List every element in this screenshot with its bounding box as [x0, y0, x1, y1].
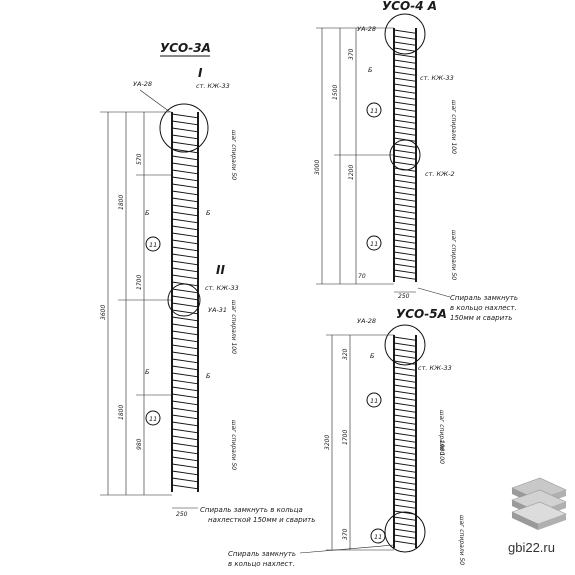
- spiral-note-uso3a-l1: Спираль замкнуть в кольца: [200, 506, 303, 514]
- spiral-note-uso4-l3: 150мм и сварить: [450, 314, 512, 322]
- sec5-top-uso3a: Б: [145, 209, 150, 217]
- mark-ua28-uso3a: УА-28: [133, 80, 152, 88]
- stkj33-top-uso3a: ст. КЖ-33: [196, 82, 230, 90]
- rebar-cage-uso4: [393, 28, 417, 282]
- dim-1800-upper: 1800: [118, 195, 125, 210]
- dim-70: 70: [358, 273, 366, 280]
- spiral-note-uso4-l1: Спираль замкнуть: [450, 294, 518, 302]
- pitch-note-uso5a-mid: шаг спирали 100: [438, 410, 445, 464]
- dim-1800-lower: 1800: [118, 405, 125, 420]
- section-mark-top-uso3a: I: [198, 66, 203, 80]
- rebar-cage-uso5a: [393, 335, 417, 548]
- callout-11-lower-uso5a: [370, 528, 386, 544]
- spiral-note-uso5a-l2: в кольцо нахлест.: [228, 560, 295, 568]
- detail-circle-bot-uso5a: [384, 511, 426, 553]
- column-uso4: УСО-4 А УА-28 Б ст. КЖ-33 ст. КЖ-2 11 11…: [314, 0, 518, 322]
- pitch-note-uso3a-top: шаг спирали 50: [230, 130, 237, 180]
- section-mark-mid-uso3a: II: [216, 263, 225, 277]
- pitch-note-uso4-bot: шаг спирали 50: [450, 230, 457, 280]
- dim-3000: 3000: [314, 160, 321, 175]
- callout-11-upper-uso3a: [145, 236, 161, 252]
- detail-circle-top-uso3a: [159, 103, 209, 153]
- stkj33-uso5a: ст. КЖ-33: [418, 364, 452, 372]
- dim-1900: 1900: [438, 440, 445, 455]
- watermark-logo: gbi22.ru: [508, 477, 567, 555]
- detail-circle-top-uso4: [384, 13, 426, 55]
- title-uso3a: УСО-3А: [160, 41, 211, 55]
- dim-980: 980: [136, 438, 143, 450]
- dim-1700: 1700: [136, 275, 143, 290]
- callout-11-upper-uso5a: [366, 392, 382, 408]
- callout-11-upper-uso4: [366, 102, 382, 118]
- mark-ua28-uso5a: УА-28: [357, 317, 376, 325]
- watermark-text: gbi22.ru: [508, 540, 555, 555]
- pitch-note-uso5a-bot: шаг спирали 50: [458, 515, 465, 565]
- callout-11-lower-text-uso5a: 11: [374, 533, 382, 541]
- spiral-note-uso3a-l2: нахлесткой 150мм и сварить: [208, 516, 315, 524]
- callout-11-upper-text-uso3a: 11: [149, 241, 157, 249]
- callout-11-upper-text-uso5a: 11: [370, 397, 378, 405]
- dim-3600: 3600: [100, 305, 107, 320]
- pitch-note-uso4-mid: шаг спирали 100: [450, 100, 457, 154]
- callout-11-lower-text-uso4: 11: [370, 240, 378, 248]
- callout-11-lower-uso3a: [145, 410, 161, 426]
- dim-1700b: 1700: [342, 430, 349, 445]
- spiral-uso4: [393, 29, 417, 280]
- stkj33-mid-uso3a: ст. КЖ-33: [205, 284, 239, 292]
- detail-circle-top-uso5a: [384, 324, 426, 366]
- spiral-note-uso5a-l1: Спираль замкнуть: [228, 550, 296, 558]
- stacked-slabs-icon: [511, 477, 567, 530]
- dim-370b: 370: [342, 528, 349, 540]
- pitch-note-uso3a-bot: шаг спирали 50: [230, 420, 237, 470]
- sec5-top-right-uso3a: Б: [206, 209, 211, 217]
- dim-1200: 1200: [348, 165, 355, 180]
- dim-370: 370: [348, 48, 355, 60]
- dim-3200: 3200: [324, 435, 331, 450]
- sec5-uso5a: Б: [370, 352, 375, 360]
- sec5-uso4: Б: [368, 66, 373, 74]
- dim-250-uso3a: 250: [176, 511, 188, 518]
- stkj2-uso4: ст. КЖ-2: [425, 170, 455, 178]
- spiral-uso5a: [393, 336, 417, 545]
- title-uso5a: УСО-5А: [396, 307, 447, 321]
- pitch-note-uso3a-mid: шаг спирали 100: [230, 300, 237, 354]
- column-uso3a: УСО-3А УА-28 I ст. КЖ-33 УА-31 II ст. КЖ…: [100, 41, 315, 524]
- dim-1500: 1500: [332, 85, 339, 100]
- dim-320: 320: [342, 348, 349, 360]
- callout-11-lower-uso4: [366, 235, 382, 251]
- column-uso5a: УСО-5А УА-28 Б ст. КЖ-33 11 11 3200 320 …: [228, 307, 465, 568]
- spiral-uso3a: [171, 113, 199, 490]
- stkj33-uso4: ст. КЖ-33: [420, 74, 454, 82]
- title-uso4: УСО-4 А: [382, 0, 437, 13]
- mark-ua28-uso4: УА-28: [357, 25, 376, 33]
- dim-570: 570: [136, 153, 143, 165]
- spiral-note-uso4-l2: в кольцо нахлест.: [450, 304, 517, 312]
- dim-250-uso4: 250: [398, 293, 410, 300]
- mark-ua31-uso3a: УА-31: [208, 306, 227, 314]
- sec5-bot-uso3a: Б: [145, 368, 150, 376]
- callout-11-upper-text-uso4: 11: [370, 107, 378, 115]
- callout-11-lower-text-uso3a: 11: [149, 415, 157, 423]
- rebar-cage-uso3a: [171, 112, 199, 492]
- sec5-bot-right-uso3a: Б: [206, 372, 211, 380]
